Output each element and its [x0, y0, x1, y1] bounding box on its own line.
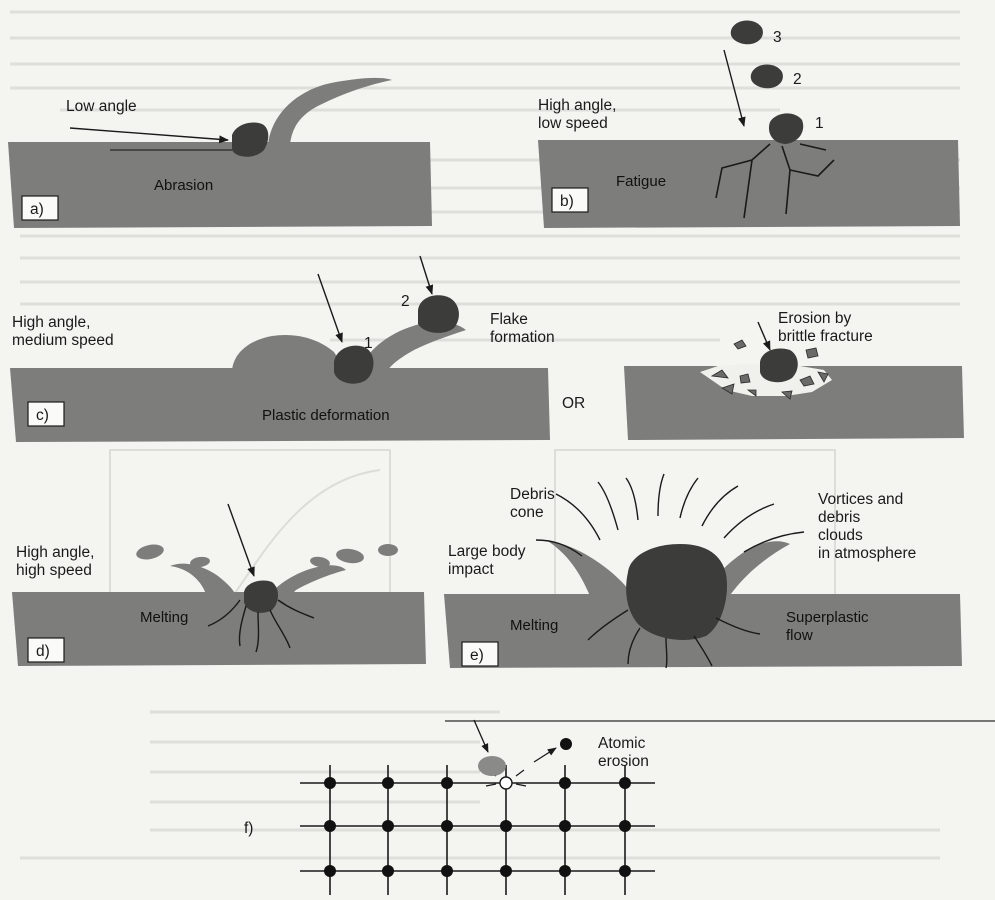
step-b-1: 1	[815, 115, 824, 132]
debris-cone-left-e	[546, 540, 636, 598]
trajectory-arrow-c-2	[420, 256, 432, 294]
tag-d: d)	[36, 643, 50, 660]
label-abrasion: Abrasion	[154, 177, 213, 194]
large-body-e	[626, 544, 727, 640]
tag-a: a)	[30, 201, 44, 218]
panel-b: 3 2 1 High angle, low speed Fatigue b)	[538, 21, 960, 229]
particle-d	[244, 580, 278, 612]
trajectory-arrow-a	[70, 128, 228, 140]
label-plastic-deformation: Plastic deformation	[262, 407, 390, 424]
label-atomic-erosion-1: Atomic	[598, 735, 646, 752]
incoming-arrow-f	[474, 720, 488, 752]
step-c-1: 1	[364, 335, 373, 352]
label-vortices-1: Vortices and	[818, 491, 903, 508]
tag-f: f)	[244, 820, 253, 837]
label-melting-e: Melting	[510, 617, 558, 634]
label-low-angle: Low angle	[66, 98, 137, 115]
label-high-angle-high-speed-1: High angle,	[16, 544, 94, 561]
surface-c	[10, 368, 550, 442]
tag-c: c)	[36, 407, 49, 424]
label-high-angle-high-speed-2: high speed	[16, 562, 92, 579]
lattice-atoms-f	[324, 777, 631, 877]
step-b-2: 2	[793, 71, 802, 88]
surface-a	[8, 142, 432, 228]
particle-b-3	[731, 21, 763, 45]
panel-e: Debris cone Large body impact Vortices a…	[444, 474, 962, 668]
label-or: OR	[562, 395, 585, 412]
splash-left-d	[170, 564, 236, 596]
step-c-2: 2	[401, 293, 410, 310]
label-vortices-3: clouds	[818, 527, 863, 544]
splash-right-d	[268, 565, 346, 596]
particle-c-2	[418, 295, 459, 333]
panel-d: High angle, high speed Melting d)	[12, 504, 426, 666]
tag-e: e)	[470, 647, 484, 664]
vacancy-f	[500, 777, 512, 789]
label-vortices-4: in atmosphere	[818, 545, 916, 562]
label-large-body-impact-2: impact	[448, 561, 494, 578]
ejection-arrow-f	[534, 748, 556, 762]
label-high-angle-medium-speed-2: medium speed	[12, 332, 114, 349]
trajectory-arrow-c-1	[318, 274, 342, 342]
tag-b: b)	[560, 193, 574, 210]
lip-left-c	[232, 335, 344, 370]
label-debris-cone-2: cone	[510, 504, 544, 521]
label-melting-d: Melting	[140, 609, 188, 626]
label-superplastic-flow-1: Superplastic	[786, 609, 869, 626]
label-fatigue: Fatigue	[616, 173, 666, 190]
label-flake-formation-1: Flake	[490, 311, 528, 328]
panel-f: Atomic erosion f)	[244, 720, 995, 895]
panel-c: 1 2 High angle, medium speed Flake forma…	[10, 256, 964, 442]
surface-d	[12, 592, 426, 666]
label-high-angle-low-speed-1: High angle,	[538, 97, 616, 114]
particle-b-1	[769, 113, 803, 144]
label-erosion-brittle-1: Erosion by	[778, 310, 851, 327]
label-vortices-2: debris	[818, 509, 860, 526]
label-debris-cone-1: Debris	[510, 486, 555, 503]
label-erosion-brittle-2: brittle fracture	[778, 328, 873, 345]
label-superplastic-flow-2: flow	[786, 627, 813, 644]
impacting-ion-f	[478, 756, 506, 776]
ejected-atom-f	[560, 738, 572, 750]
trajectory-arrow-c-brittle	[758, 322, 770, 350]
panel-a: Low angle Abrasion a)	[8, 78, 432, 228]
label-large-body-impact-1: Large body	[448, 543, 526, 560]
label-atomic-erosion-2: erosion	[598, 753, 649, 770]
label-high-angle-medium-speed-1: High angle,	[12, 314, 90, 331]
label-flake-formation-2: formation	[490, 329, 555, 346]
step-b-3: 3	[773, 29, 782, 46]
particle-b-2	[751, 65, 783, 89]
trajectory-arrow-d	[228, 504, 254, 576]
label-high-angle-low-speed-2: low speed	[538, 115, 608, 132]
particle-c-brittle	[760, 349, 798, 383]
